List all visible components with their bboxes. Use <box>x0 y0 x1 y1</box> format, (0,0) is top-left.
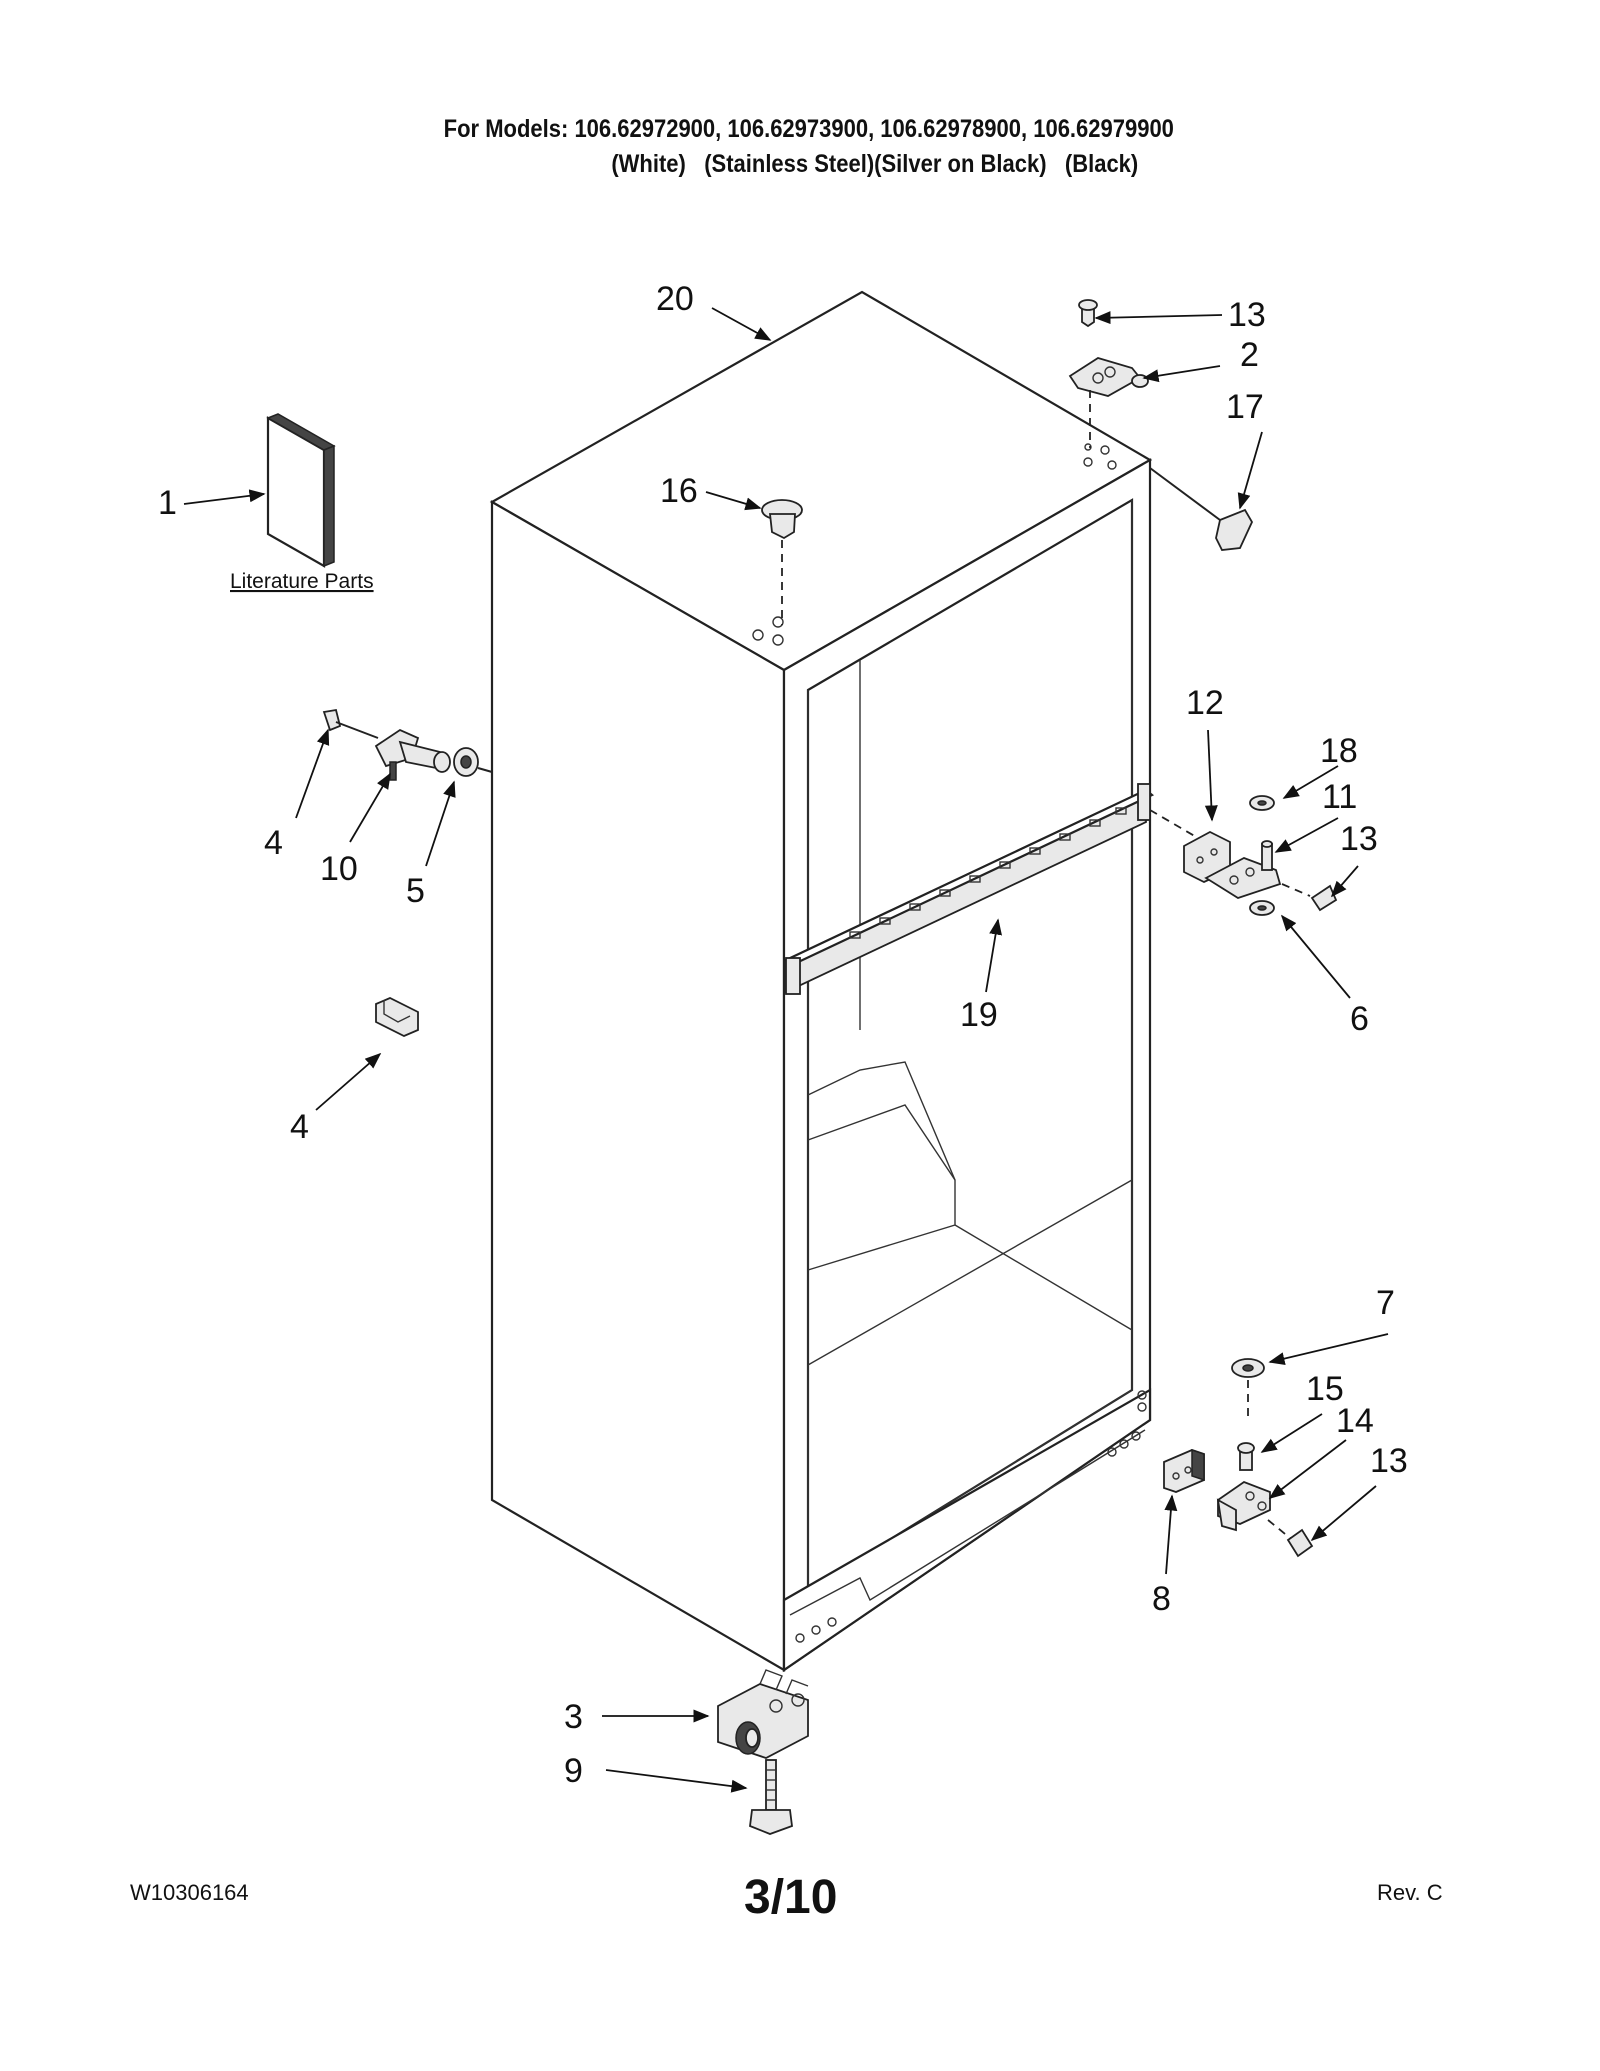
models-header: For Models: 106.62972900, 106.62973900, … <box>96 112 1504 182</box>
callout-6: 6 <box>1350 1000 1369 1038</box>
callout-12: 12 <box>1186 684 1224 722</box>
callout-8: 8 <box>1152 1580 1171 1618</box>
callout-15: 15 <box>1306 1370 1344 1408</box>
callout-leaders <box>183 307 1389 1793</box>
callout-numbers: 1 13 2 17 20 16 4 10 5 4 12 18 11 13 6 1… <box>158 280 1408 1790</box>
bottom-hinge-assembly <box>1163 1358 1314 1558</box>
callout-11: 11 <box>1322 778 1357 816</box>
models-line: For Models: 106.62972900, 106.62973900, … <box>443 115 1174 143</box>
callout-16: 16 <box>660 472 698 510</box>
top-hinge-assembly <box>1068 299 1254 551</box>
left-hinge-parts <box>322 708 493 781</box>
callout-13-top: 13 <box>1228 296 1266 334</box>
document-number: W10306164 <box>130 1880 249 1905</box>
callout-4-lower: 4 <box>290 1108 309 1146</box>
callout-1: 1 <box>158 484 177 522</box>
callout-2: 2 <box>1240 336 1259 374</box>
shim-clip <box>375 997 419 1037</box>
callout-13-middle: 13 <box>1340 820 1378 858</box>
callout-19: 19 <box>960 996 998 1034</box>
plug-button <box>761 499 803 625</box>
callout-10: 10 <box>320 850 358 888</box>
center-rail <box>783 783 1155 995</box>
literature-booklet <box>266 413 336 568</box>
finish-line: (White) (Stainless Steel)(Silver on Blac… <box>611 150 1139 178</box>
callout-18: 18 <box>1320 732 1358 770</box>
center-hinge-assembly <box>1149 795 1338 916</box>
callout-13-bottom: 13 <box>1370 1442 1408 1480</box>
callout-7: 7 <box>1376 1284 1395 1322</box>
roller-assembly <box>717 1669 809 1759</box>
literature-parts-label: Literature Parts <box>230 570 374 593</box>
callout-5: 5 <box>406 872 425 910</box>
callout-20: 20 <box>656 280 694 318</box>
callout-14: 14 <box>1336 1402 1374 1440</box>
revision-label: Rev. C <box>1377 1880 1443 1905</box>
callout-17: 17 <box>1226 388 1264 426</box>
page-number: 3/10 <box>744 1871 838 1924</box>
leveling-leg <box>749 1759 793 1835</box>
callout-9: 9 <box>564 1752 583 1790</box>
refrigerator-cabinet <box>489 290 1153 1673</box>
callout-4-upper: 4 <box>264 824 283 862</box>
callout-3: 3 <box>564 1698 583 1736</box>
